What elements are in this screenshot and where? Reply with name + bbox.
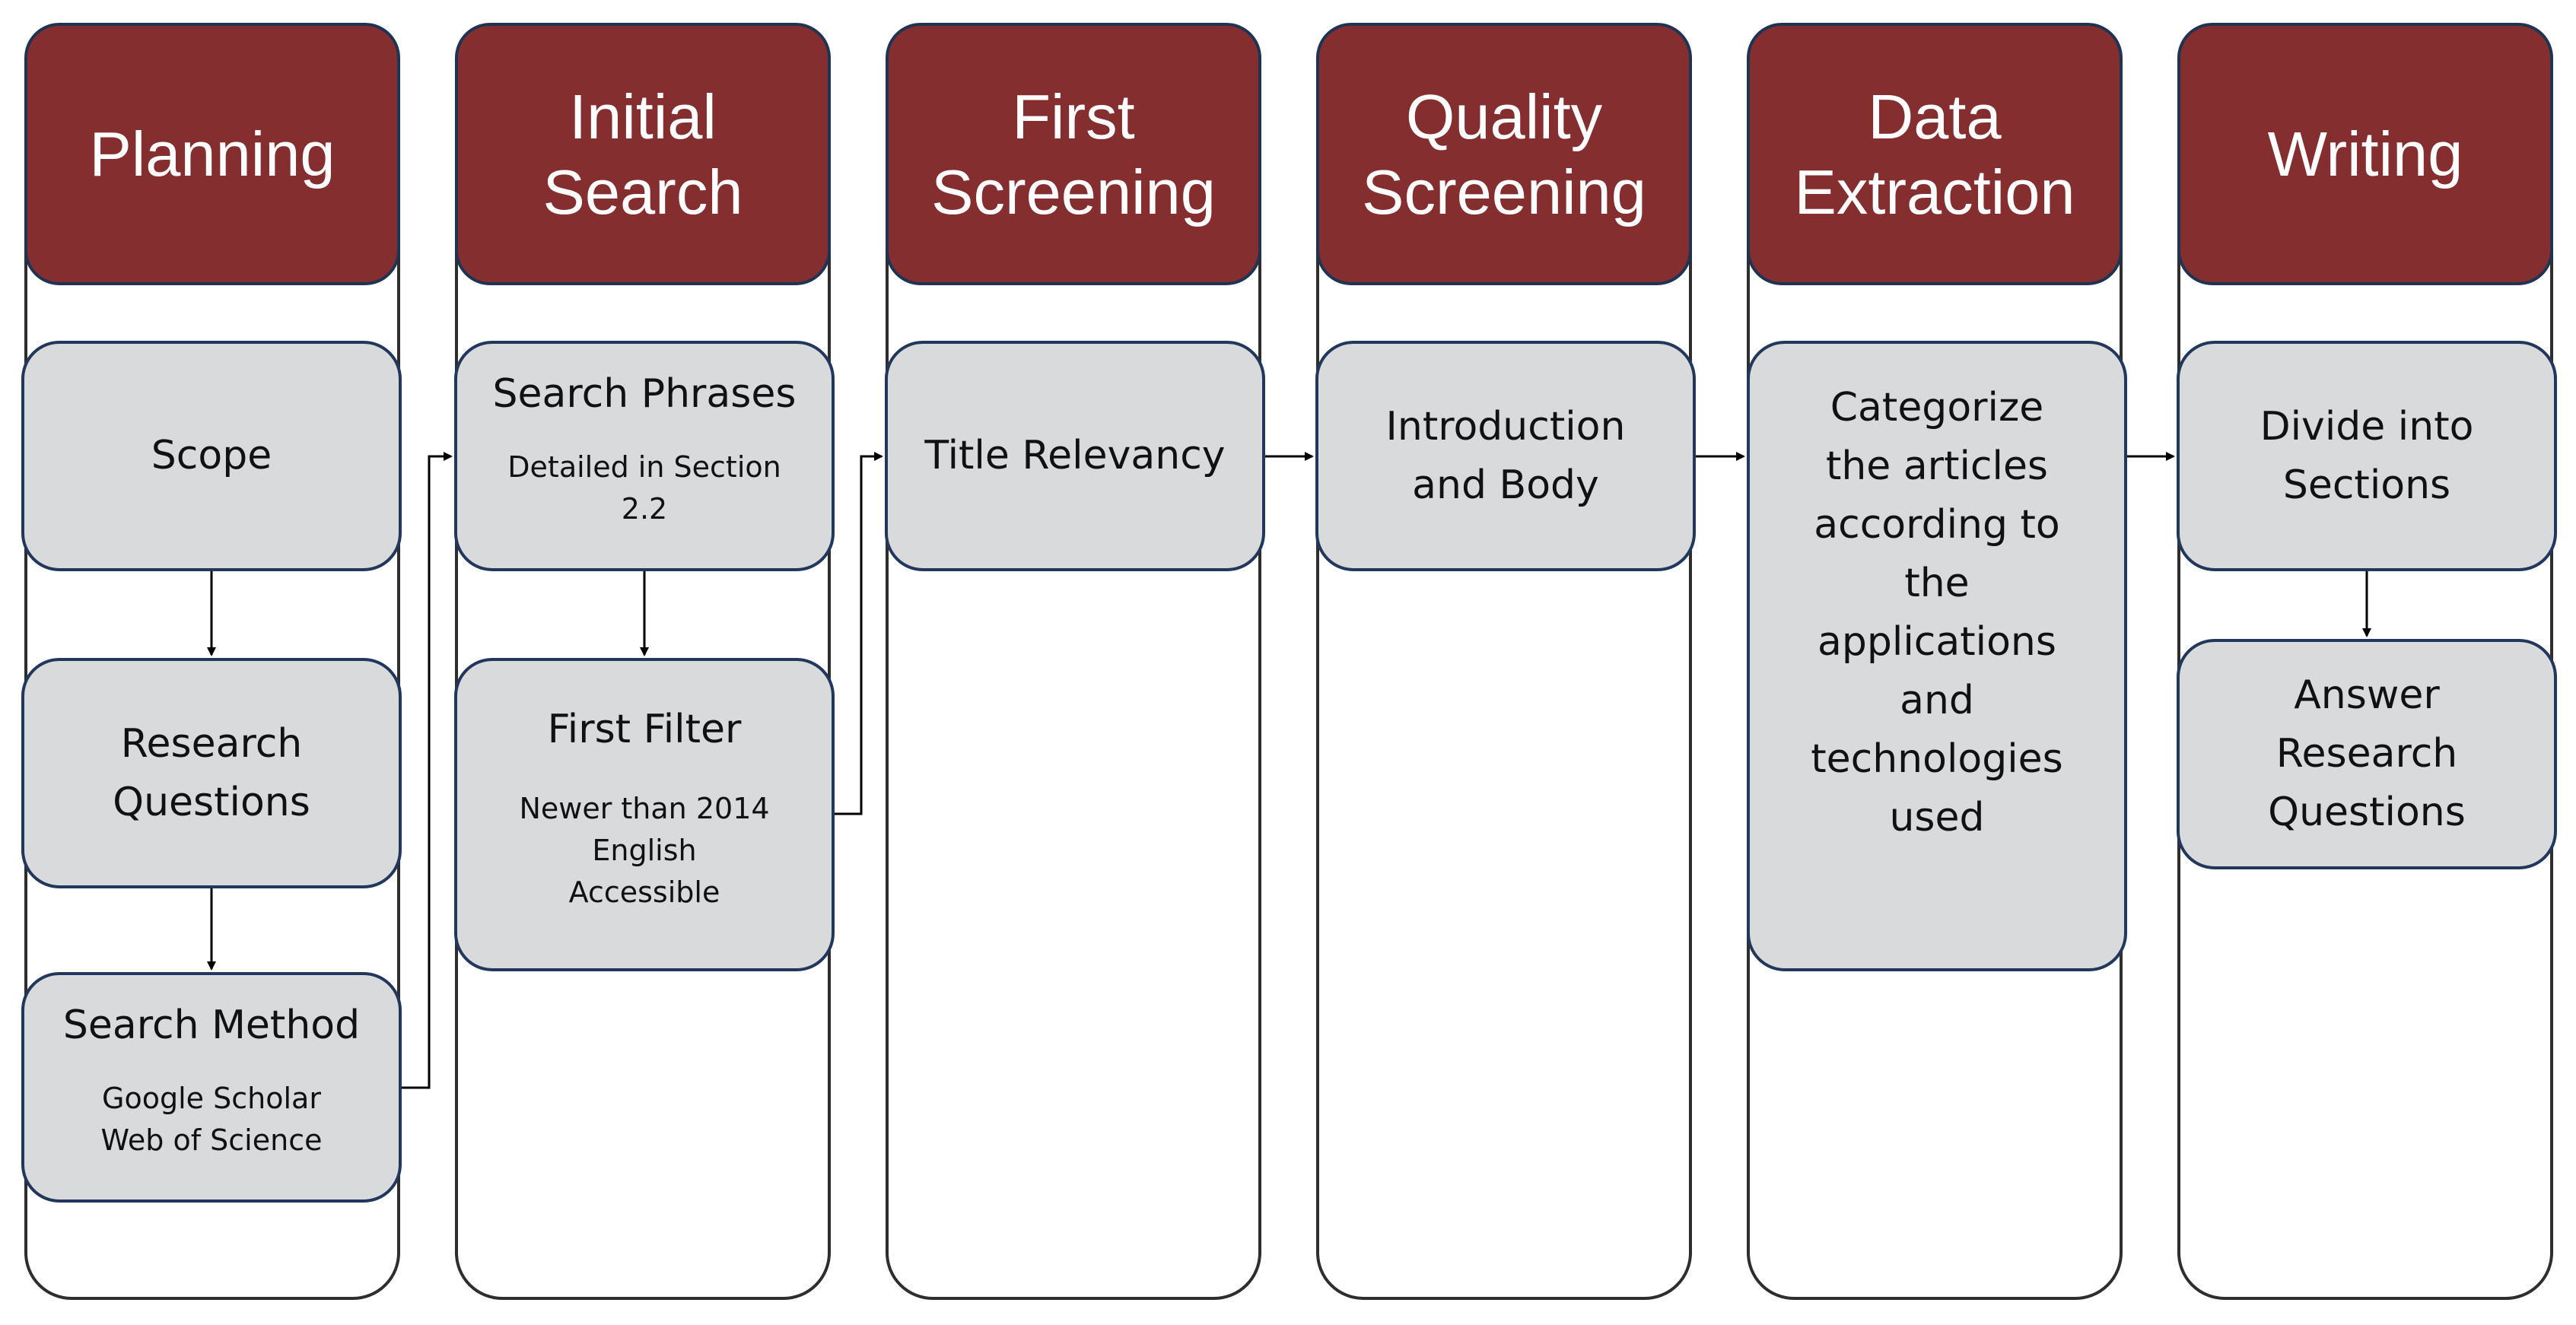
header-data-extraction-line-1: Data bbox=[1868, 81, 2002, 152]
box-research-questions: Research Questions bbox=[21, 658, 402, 888]
box-search-method-detail-1: Google Scholar bbox=[102, 1082, 321, 1115]
box-search-phrases-detail-2: 2.2 bbox=[621, 492, 668, 526]
header-data-extraction-line-2: Extraction bbox=[1794, 156, 2075, 227]
header-data-extraction: Data Extraction bbox=[1747, 23, 2123, 285]
header-first-screening: First Screening bbox=[886, 23, 1261, 285]
box-first-filter: First Filter Newer than 2014 English Acc… bbox=[454, 658, 835, 971]
header-planning: Planning bbox=[24, 23, 400, 285]
box-search-phrases-detail-1: Detailed in Section bbox=[507, 450, 781, 484]
header-initial-search: Initial Search bbox=[455, 23, 831, 285]
box-title-relevancy-title: Title Relevancy bbox=[924, 433, 1226, 478]
header-initial-search-line-1: Initial bbox=[569, 81, 717, 152]
box-first-filter-title: First Filter bbox=[547, 707, 742, 752]
box-answer-questions: Answer Research Questions bbox=[2177, 639, 2557, 869]
header-writing: Writing bbox=[2177, 23, 2553, 285]
box-search-method: Search Method Google Scholar Web of Scie… bbox=[21, 972, 402, 1203]
box-research-questions-title: Research Questions bbox=[113, 720, 310, 825]
box-search-method-details: Google Scholar Web of Science bbox=[101, 1078, 323, 1161]
header-quality-screening-line-2: Screening bbox=[1362, 156, 1646, 227]
header-initial-search-line-2: Search bbox=[542, 156, 743, 227]
box-divide-sections: Divide into Sections bbox=[2177, 341, 2557, 571]
box-first-filter-detail-3: Accessible bbox=[568, 875, 720, 909]
arrow-filter-to-title bbox=[835, 452, 883, 815]
box-search-method-detail-2: Web of Science bbox=[100, 1123, 323, 1157]
box-search-phrases: Search Phrases Detailed in Section 2.2 bbox=[454, 341, 835, 571]
box-title-relevancy: Title Relevancy bbox=[885, 341, 1265, 571]
box-search-phrases-title: Search Phrases bbox=[492, 371, 797, 417]
header-planning-line-1: Planning bbox=[89, 119, 336, 189]
box-search-phrases-details: Detailed in Section 2.2 bbox=[507, 446, 781, 530]
box-introduction-body-title: Introduction and Body bbox=[1385, 403, 1626, 508]
header-first-screening-line-2: Screening bbox=[931, 156, 1216, 227]
box-divide-sections-title: Divide into Sections bbox=[2260, 403, 2474, 508]
header-quality-screening: Quality Screening bbox=[1316, 23, 1692, 285]
box-introduction-body: Introduction and Body bbox=[1315, 341, 1696, 571]
header-quality-screening-line-1: Quality bbox=[1405, 81, 1603, 152]
box-scope-title: Scope bbox=[151, 433, 272, 478]
box-scope: Scope bbox=[21, 341, 402, 571]
box-categorize-title: Categorize the articles according to the… bbox=[1811, 385, 2063, 840]
header-writing-line-1: Writing bbox=[2267, 119, 2463, 189]
box-search-method-title: Search Method bbox=[62, 1002, 361, 1048]
box-answer-questions-title: Answer Research Questions bbox=[2268, 672, 2466, 835]
header-first-screening-line-1: First bbox=[1012, 81, 1135, 152]
box-first-filter-details: Newer than 2014 English Accessible bbox=[519, 788, 769, 914]
box-first-filter-detail-1: Newer than 2014 bbox=[519, 792, 770, 825]
box-categorize: Categorize the articles according to the… bbox=[1747, 341, 2127, 971]
box-first-filter-detail-2: English bbox=[592, 834, 697, 867]
arrow-method-to-phrases bbox=[402, 452, 453, 1089]
